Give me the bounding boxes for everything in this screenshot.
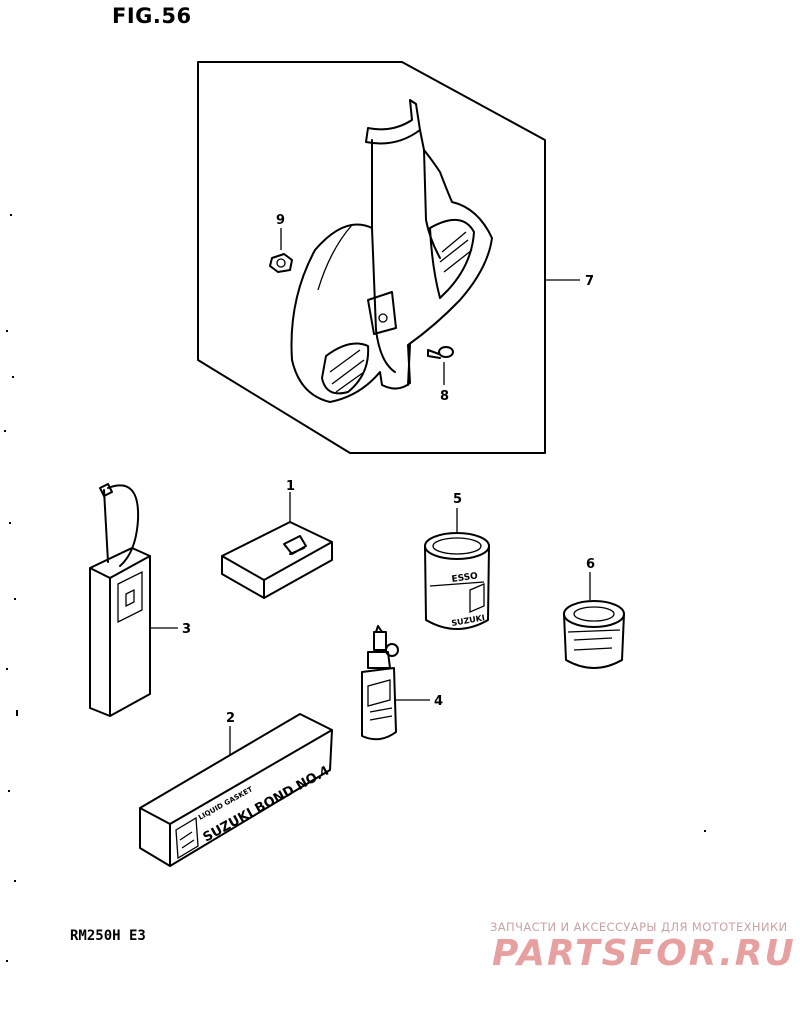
callout-9: 9 — [276, 213, 285, 228]
bond-box: SUZUKI BOND NO.4 LIQUID GASKET — [139, 713, 333, 867]
screw-part — [427, 346, 454, 359]
large-can: ESSO SUZUKI — [424, 532, 490, 630]
assembly-boundary — [197, 61, 546, 454]
can-large-text: ESSO — [451, 571, 479, 585]
figure-title: FIG.56 — [112, 4, 192, 28]
callout-6: 6 — [586, 557, 595, 572]
callout-3: 3 — [182, 622, 191, 637]
oil-bottle — [89, 483, 151, 717]
small-can — [563, 600, 625, 669]
nut-part — [269, 253, 293, 273]
callout-1: 1 — [286, 479, 295, 494]
watermark-subtitle: ЗАПЧАСТИ И АКСЕССУАРЫ ДЛЯ МОТОТЕХНИКИ — [490, 920, 788, 934]
small-box — [221, 521, 333, 599]
callout-8: 8 — [440, 389, 449, 404]
callout-5: 5 — [453, 492, 462, 507]
watermark-brand: PARTSFOR.RU — [492, 933, 796, 974]
callout-4: 4 — [434, 694, 443, 709]
air-cleaner-case — [290, 99, 493, 403]
callout-2: 2 — [226, 711, 235, 726]
model-code: RM250H E3 — [70, 928, 146, 944]
can-large-brand: SUZUKI — [451, 613, 486, 628]
dropper-bottle — [361, 625, 399, 741]
callout-7: 7 — [585, 274, 594, 289]
scan-edge-marks — [4, 214, 706, 962]
